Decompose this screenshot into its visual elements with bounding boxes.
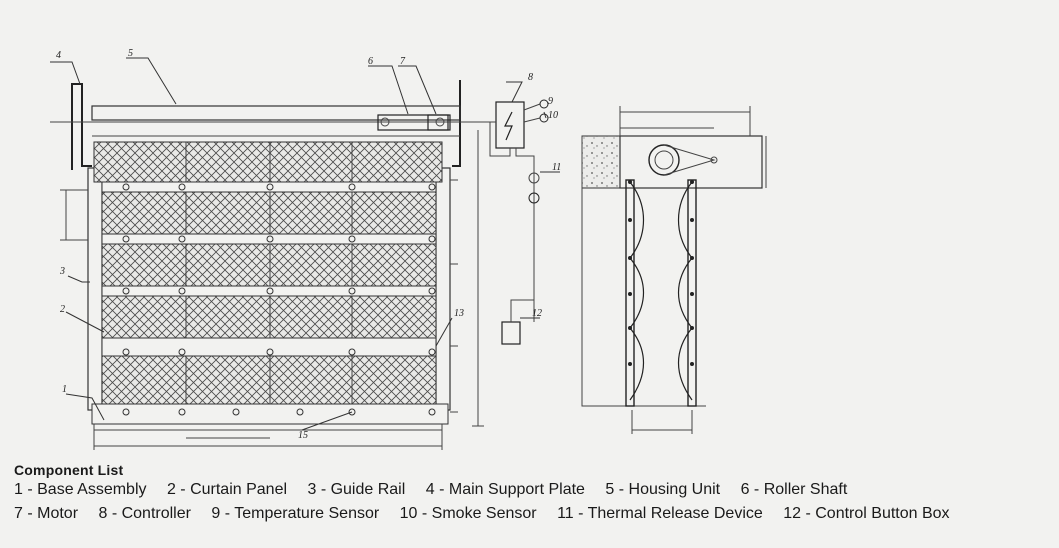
controller-lightning-icon [504,111,513,141]
legend-item-smoke-sensor: 10 - Smoke Sensor [399,505,537,522]
leader-lines [50,57,560,431]
callout-11: 11 [552,162,561,173]
callout-5: 5 [128,48,133,59]
callout-15: 15 [298,430,308,441]
callout-6: 6 [368,56,373,67]
side-section [581,106,767,434]
rolling-door-technical-drawing: 4 5 6 7 8 9 10 11 12 3 2 1 13 15 [50,48,767,450]
callout-numbers: 4 5 6 7 8 9 10 11 12 3 2 1 13 15 [56,48,561,441]
legend-item-guide-rail: 3 - Guide Rail [307,481,406,498]
guide-rail-right [435,167,451,411]
right-support-plate [452,80,461,167]
control-button-box [501,321,521,345]
legend-item-housing-unit: 5 - Housing Unit [605,481,721,498]
callout-12: 12 [532,308,542,319]
controller [495,101,525,149]
legend-item-control-button-box: 12 - Control Button Box [783,505,950,522]
side-roller [648,144,680,176]
dimension-lines [60,130,484,450]
legend-row-2: 7 - Motor 8 - Controller 9 - Temperature… [14,502,1044,526]
callout-8: 8 [528,72,533,83]
curtain-panel [91,141,449,425]
callout-9: 9 [548,96,553,107]
component-legend: Component List 1 - Base Assembly 2 - Cur… [14,462,1044,526]
control-circuit [448,99,549,345]
temperature-sensor [539,99,549,109]
legend-item-main-support-plate: 4 - Main Support Plate [425,481,585,498]
legend-title: Component List [14,462,124,478]
callout-2: 2 [60,304,65,315]
legend-item-controller: 8 - Controller [98,505,191,522]
callout-13: 13 [454,308,464,319]
legend-item-base-assembly: 1 - Base Assembly [14,481,147,498]
legend-item-curtain-panel: 2 - Curtain Panel [166,481,288,498]
callout-4: 4 [56,50,61,61]
smoke-sensor [539,113,549,123]
legend-item-roller-shaft: 6 - Roller Shaft [740,481,848,498]
housing-unit [91,105,461,121]
legend-item-temperature-sensor: 9 - Temperature Sensor [211,505,380,522]
slat-rivets [122,183,436,416]
legend-item-thermal-release-device: 11 - Thermal Release Device [557,505,763,522]
wall-section [581,135,621,189]
guide-rail-left [87,167,103,411]
side-curtain [629,181,645,401]
main-support-plate [71,83,92,170]
callout-3: 3 [59,266,65,277]
front-elevation [50,80,484,450]
legend-row-1: 1 - Base Assembly 2 - Curtain Panel 3 - … [14,478,1044,502]
thermal-release-device [528,192,540,204]
callout-10: 10 [548,110,558,121]
legend-item-motor: 7 - Motor [14,505,79,522]
callout-7: 7 [400,56,406,67]
callout-1: 1 [62,384,67,395]
